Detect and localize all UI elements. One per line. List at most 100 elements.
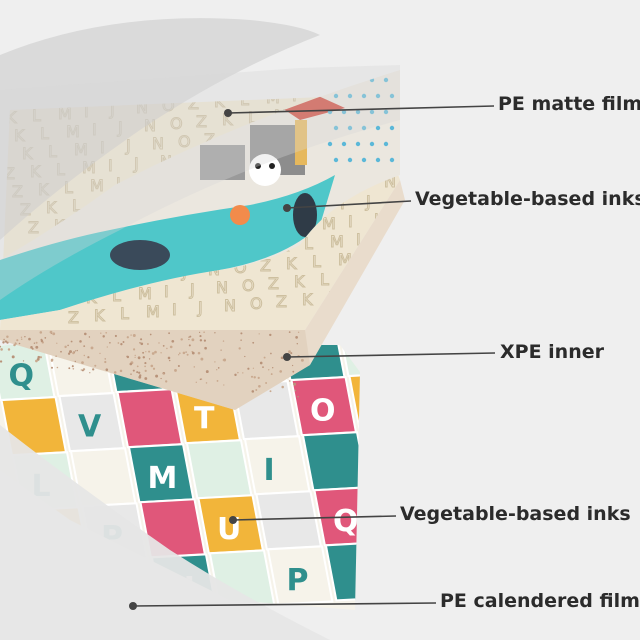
embossed-letter: K <box>46 198 57 217</box>
foam-speck <box>105 331 108 334</box>
foam-speck <box>113 371 117 374</box>
foam-speck <box>269 390 272 393</box>
foam-speck <box>22 360 25 362</box>
foam-speck <box>168 359 171 362</box>
pe-matte-film-body <box>0 65 400 300</box>
foam-speck <box>0 348 3 351</box>
alphabet-tile <box>116 388 184 449</box>
foam-speck <box>39 356 43 359</box>
foam-speck <box>205 382 208 384</box>
foam-speck <box>132 334 136 337</box>
leader-lines <box>129 105 496 610</box>
foam-speck <box>296 342 299 345</box>
embossed-letter: J <box>125 136 131 155</box>
foam-speck <box>87 356 90 359</box>
foam-speck <box>150 364 154 368</box>
foam-speck <box>251 390 255 393</box>
embossed-letter: M <box>354 286 368 305</box>
embossed-letter: Z <box>268 274 279 293</box>
upper-printed-ink-sheet <box>0 70 400 320</box>
foam-speck <box>244 355 246 358</box>
foam-speck <box>51 366 53 369</box>
foam-speck <box>140 342 144 346</box>
leader-line-xpe <box>286 352 496 358</box>
rain-dot <box>389 125 395 131</box>
foam-speck <box>92 368 95 371</box>
foam-speck <box>28 337 31 341</box>
foam-speck <box>55 355 57 358</box>
foam-speck <box>253 376 256 379</box>
embossed-letter: N <box>432 280 444 299</box>
foam-speck <box>94 364 97 367</box>
embossed-letter: I <box>340 194 345 213</box>
embossed-letter: L <box>112 286 121 305</box>
embossed-letter: N <box>224 296 236 315</box>
embossed-letter: L <box>304 234 313 253</box>
foam-speck <box>84 332 87 336</box>
foam-speck <box>2 341 5 344</box>
foam-speck <box>71 365 74 368</box>
foam-speck <box>134 356 136 359</box>
foam-speck <box>178 354 180 356</box>
rain-dot <box>333 125 339 131</box>
foam-speck <box>186 353 189 356</box>
foam-speck <box>24 335 26 338</box>
alphabet-tile <box>255 490 323 551</box>
embossed-letter: I <box>372 266 377 285</box>
embossed-letter: J <box>397 264 403 283</box>
embossed-letter: I <box>172 300 177 319</box>
leader-line-pe-matte <box>227 105 495 114</box>
embossed-letter: O <box>178 132 191 151</box>
foam-speck <box>139 374 142 377</box>
alphabet-tile <box>185 439 253 500</box>
foam-speck <box>188 336 190 338</box>
foam-speck <box>288 331 291 333</box>
foam-speck <box>238 347 241 350</box>
foam-speck <box>180 338 183 341</box>
foam-speck <box>35 341 38 344</box>
embossed-letter: I <box>380 284 385 303</box>
embossed-letter: O <box>442 242 455 261</box>
foam-speck <box>267 369 270 371</box>
foam-speck <box>250 375 254 378</box>
embossed-letter: K <box>286 254 297 273</box>
embossed-letter: N <box>152 134 164 153</box>
foam-speck <box>70 340 73 343</box>
foam-speck <box>191 338 195 342</box>
tile-letter: P <box>286 563 308 598</box>
foam-speck <box>126 336 129 339</box>
foam-speck <box>292 370 295 373</box>
rain-dot <box>383 77 389 83</box>
foam-speck <box>177 364 180 368</box>
embossed-letter: L <box>120 304 129 323</box>
embossed-letter: M <box>146 302 160 321</box>
foam-speck <box>262 366 264 368</box>
foam-speck <box>60 350 62 353</box>
embossed-letter: O <box>450 260 463 279</box>
foam-speck <box>144 365 146 368</box>
foam-speck <box>216 379 219 382</box>
foam-speck <box>81 361 84 364</box>
embossed-letter: M <box>138 284 152 303</box>
foam-speck <box>50 358 54 362</box>
foam-speck <box>195 381 197 383</box>
foam-speck <box>188 338 190 341</box>
embossed-letter: O <box>250 294 263 313</box>
teal-water-print <box>0 175 335 320</box>
rain-dot <box>347 93 353 99</box>
grey-building-print-2 <box>200 145 245 180</box>
rain-dot <box>355 141 361 147</box>
foam-speck <box>182 351 186 355</box>
foam-speck <box>104 358 106 360</box>
embossed-letter: M <box>90 176 104 195</box>
foam-speck <box>142 356 146 359</box>
foam-speck <box>237 371 239 374</box>
tile-letter: O <box>310 394 336 429</box>
leader-line-pe-cal <box>132 602 437 607</box>
foam-speck <box>102 335 105 338</box>
foam-speck <box>114 334 117 338</box>
foam-speck <box>105 368 109 371</box>
panda-print <box>249 154 281 186</box>
foam-speck <box>168 332 170 335</box>
foam-speck <box>142 351 145 354</box>
